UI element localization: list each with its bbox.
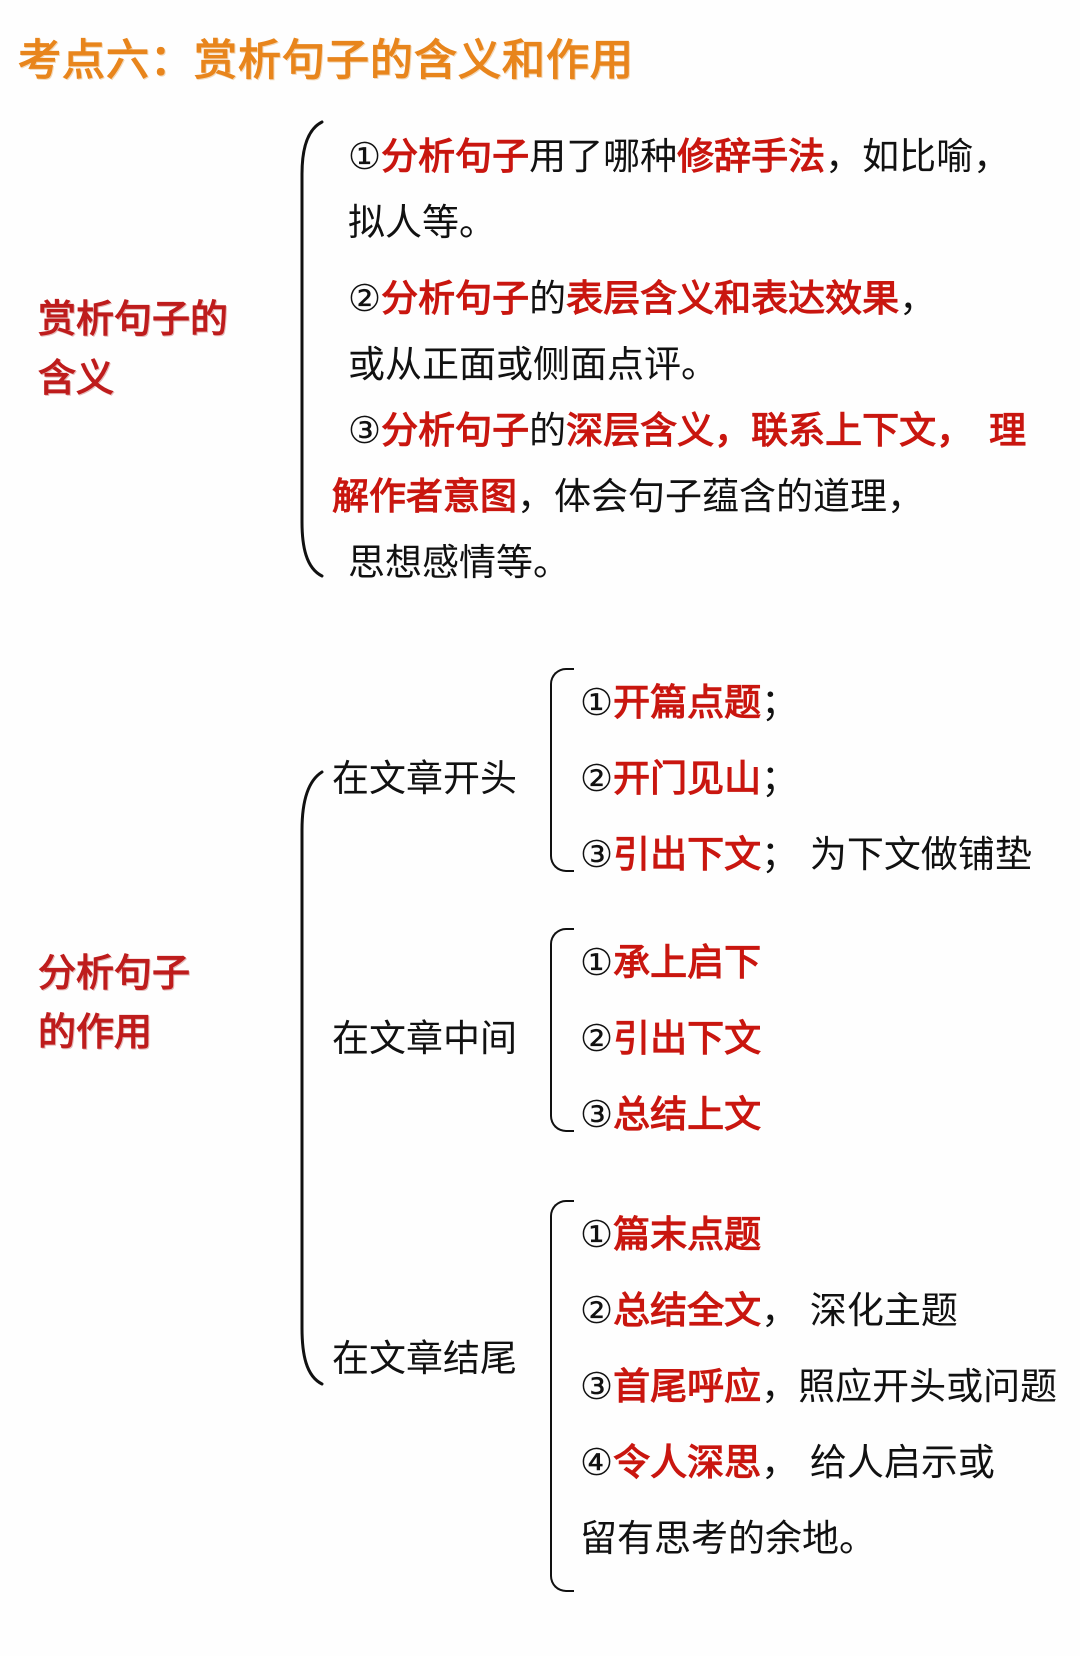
branch-1-item-1: ①开篇点题； xyxy=(580,672,798,726)
branch-3-item-3-text: 首尾呼应 xyxy=(613,1365,762,1408)
branch-2-item-2-marker: ② xyxy=(580,1017,614,1060)
branch-3-item-2-text: 总结全文 xyxy=(613,1289,762,1332)
s1-item1-l1-seg1: 分析句子 xyxy=(381,135,530,178)
s1-item1-l1-seg3: 修辞手法 xyxy=(677,135,826,178)
branch-2-bracket xyxy=(550,928,574,1132)
branch-3-item-1-marker: ① xyxy=(580,1213,614,1256)
s1-item2-l2-seg1: 或从正面或侧面点评。 xyxy=(348,343,718,386)
branch-2-item-1-text: 承上启下 xyxy=(613,941,762,984)
s1-item2-l1-seg2: 的 xyxy=(529,277,567,320)
s1-item3-l1-seg3: 深层含义，联系上下文， xyxy=(566,409,974,452)
branch-1-item-3-text: 引出下文 xyxy=(613,833,762,876)
branch-3-label: 在文章结尾 xyxy=(332,1337,517,1380)
branch-1-item-2-punct: ； xyxy=(761,757,799,800)
s1-item1-l2-seg1: 拟人等。 xyxy=(348,201,496,244)
branch-1-item-1-text: 开篇点题 xyxy=(613,681,762,724)
s1-item1-l1-seg4: ，如比喻， xyxy=(825,135,1011,178)
branch-1-bracket xyxy=(550,668,574,872)
branch-2-item-1: ①承上启下 xyxy=(580,932,761,986)
branch-3-item-2-note: 深化主题 xyxy=(798,1289,958,1332)
branch-3-item-4-note: 给人启示或 xyxy=(798,1441,995,1484)
branch-3-item-3-marker: ③ xyxy=(580,1365,614,1408)
s1-item1-line1: ①分析句子用了哪种修辞手法，如比喻， xyxy=(348,126,1010,180)
section-1-brace xyxy=(288,118,328,580)
branch-3-item-4: ④令人深思， 给人启示或 xyxy=(580,1432,995,1486)
branch-1-item-2-text: 开门见山 xyxy=(613,757,762,800)
s1-item3-l2-seg2: ，体会句子蕴含的道理， xyxy=(517,475,924,518)
branch-1-item-1-marker: ① xyxy=(580,681,614,724)
s1-item3-line1: ③分析句子的深层含义，联系上下文， 理 xyxy=(348,400,1026,454)
branch-3-item-3-note: ，照应开头或问题 xyxy=(761,1365,1058,1408)
branch-3-item-2-marker: ② xyxy=(580,1289,614,1332)
s1-item3-l2-seg1: 解作者意图 xyxy=(332,475,517,518)
branch-2-item-2: ②引出下文 xyxy=(580,1008,761,1062)
s1-item3-l1-seg5: 理 xyxy=(989,409,1027,452)
branch-1-item-2-marker: ② xyxy=(580,757,614,800)
branch-2-label: 在文章中间 xyxy=(332,1017,517,1060)
branch-3-item-2: ②总结全文， 深化主题 xyxy=(580,1280,958,1334)
section-1-label: 赏析句子的 含义 xyxy=(38,290,228,408)
section-1-label-line2: 含义 xyxy=(38,355,115,400)
branch-1-item-2: ②开门见山； xyxy=(580,748,798,802)
s1-item2-line2: 或从正面或侧面点评。 xyxy=(348,334,718,388)
branch-1-item-1-punct: ； xyxy=(761,681,799,724)
s1-item1-marker: ① xyxy=(348,135,382,178)
branch-2-item-1-marker: ① xyxy=(580,941,614,984)
s1-item2-line1: ②分析句子的表层含义和表达效果， xyxy=(348,268,936,322)
branch-3-item-3: ③首尾呼应，照应开头或问题 xyxy=(580,1356,1057,1410)
branch-3-item-5-text: 留有思考的余地。 xyxy=(580,1517,876,1560)
branch-1-item-3: ③引出下文； 为下文做铺垫 xyxy=(580,824,1032,878)
s1-item1-l1-seg2: 用了哪种 xyxy=(529,135,678,178)
branch-1-item-3-punct: ； xyxy=(761,833,799,876)
branch-3-item-2-punct: ， xyxy=(761,1289,799,1332)
s1-item3-line2: 解作者意图，体会句子蕴含的道理， xyxy=(332,466,924,520)
s1-item1-line2: 拟人等。 xyxy=(348,192,496,246)
section-2-label: 分析句子 的作用 xyxy=(38,944,190,1062)
branch-2-item-3-text: 总结上文 xyxy=(613,1093,762,1136)
branch-3-item-1: ①篇末点题 xyxy=(580,1204,761,1258)
section-2-brace xyxy=(288,768,328,1388)
branch-3-item-1-text: 篇末点题 xyxy=(613,1213,762,1256)
section-2-label-line2: 的作用 xyxy=(38,1009,153,1054)
branch-1-item-3-note: 为下文做铺垫 xyxy=(798,833,1032,876)
branch-3-item-4-punct: ， xyxy=(761,1441,799,1484)
branch-2-item-2-text: 引出下文 xyxy=(613,1017,762,1060)
s1-item2-l1-seg4: ， xyxy=(899,277,937,320)
s1-item3-l1-seg2: 的 xyxy=(529,409,567,452)
branch-3-item-4-text: 令人深思 xyxy=(613,1441,762,1484)
s1-item3-l1-seg1: 分析句子 xyxy=(381,409,530,452)
s1-item2-l1-seg3: 表层含义和表达效果 xyxy=(566,277,900,320)
branch-3-bracket xyxy=(550,1200,574,1592)
s1-item3-line3: 思想感情等。 xyxy=(348,532,570,586)
branch-1-label: 在文章开头 xyxy=(332,757,517,800)
page-title: 考点六：赏析句子的含义和作用 xyxy=(18,36,634,86)
s1-item2-marker: ② xyxy=(348,277,382,320)
s1-item3-l3-seg1: 思想感情等。 xyxy=(348,541,570,584)
section-1-label-line1: 赏析句子的 xyxy=(38,297,229,341)
section-2-label-line1: 分析句子 xyxy=(38,951,191,995)
s1-item2-l1-seg1: 分析句子 xyxy=(381,277,530,320)
branch-3-item-4-marker: ④ xyxy=(580,1441,614,1484)
branch-2-item-3: ③总结上文 xyxy=(580,1084,761,1138)
s1-item3-marker: ③ xyxy=(348,409,382,452)
branch-2-item-3-marker: ③ xyxy=(580,1093,614,1136)
branch-1-item-3-marker: ③ xyxy=(580,833,614,876)
branch-3-item-5: 留有思考的余地。 xyxy=(580,1508,876,1562)
